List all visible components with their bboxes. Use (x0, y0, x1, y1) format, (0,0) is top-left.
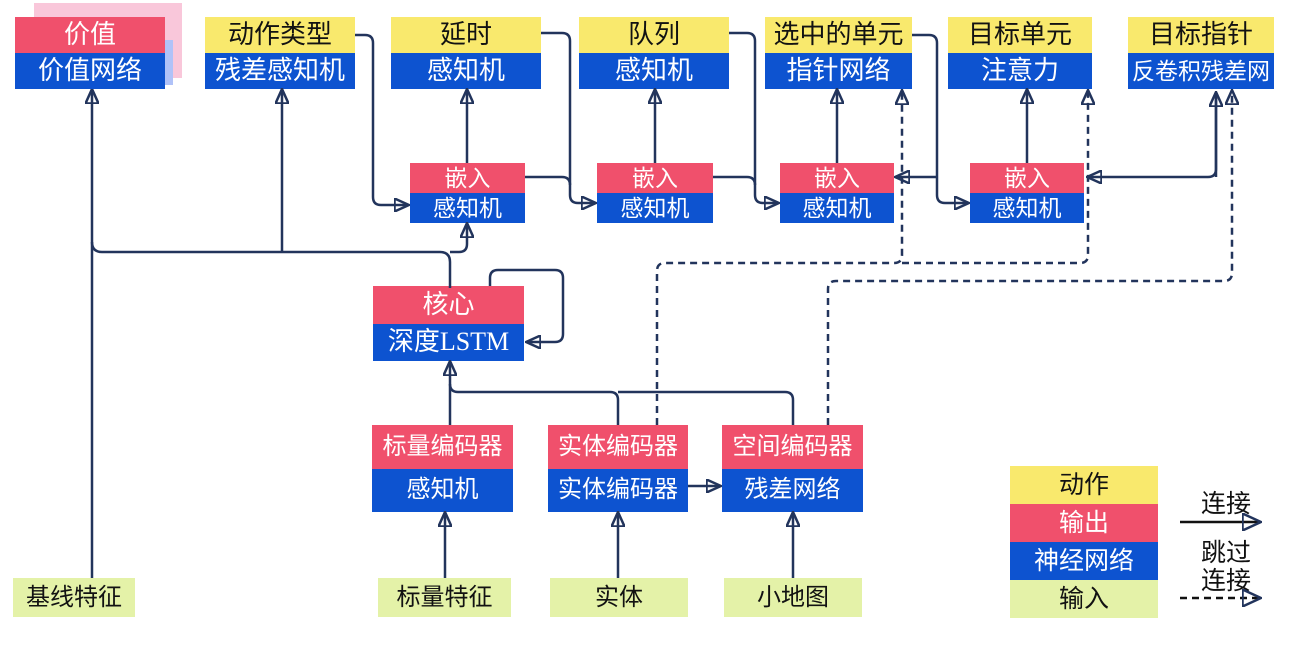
node-scalar-encoder-network: 感知机 (372, 468, 513, 512)
node-embed4-output: 嵌入 (970, 163, 1084, 193)
legend-input: 输入 (1010, 580, 1158, 618)
node-entities-label: 实体 (550, 578, 688, 617)
wire-targetpointer-corner-to-embed4 (1089, 96, 1218, 177)
node-embed1-network: 感知机 (410, 193, 525, 223)
wire-skip-entity-to-pointer-network (655, 92, 902, 425)
node-embed3: 嵌入 感知机 (780, 163, 894, 223)
node-target-unit: 目标单元 注意力 (948, 17, 1092, 89)
node-entity-encoder-network: 实体编码器 (548, 468, 688, 512)
node-scalar-encoder-output: 标量编码器 (372, 425, 513, 469)
node-embed2: 嵌入 感知机 (597, 163, 713, 223)
node-value-output: 价值 (15, 17, 165, 53)
node-scalar-features: 标量特征 (378, 578, 511, 617)
node-delay-action: 延时 (391, 17, 541, 53)
wire-skip-spatial-to-deconv (826, 92, 1232, 425)
node-delay: 延时 感知机 (391, 17, 541, 89)
node-embed2-output: 嵌入 (597, 163, 713, 193)
node-entity-encoder-output: 实体编码器 (548, 425, 688, 469)
node-queue-action: 队列 (579, 17, 729, 53)
node-target-pointer-network: 反卷积残差网 (1128, 53, 1274, 89)
node-core-output: 核心 (373, 286, 524, 324)
node-spatial-encoder: 空间编码器 残差网络 (722, 425, 863, 512)
node-action-type-network: 残差感知机 (205, 53, 355, 89)
wire-spatial-encoder-to-core (618, 390, 795, 425)
node-entity-encoder: 实体编码器 实体编码器 (548, 425, 688, 512)
legend-dashed-label-line2: 连接 (1200, 568, 1251, 595)
node-embed3-network: 感知机 (780, 193, 894, 223)
node-embed1-output: 嵌入 (410, 163, 525, 193)
node-baseline-features: 基线特征 (13, 578, 135, 617)
node-queue: 队列 感知机 (579, 17, 729, 89)
node-spatial-encoder-output: 空间编码器 (722, 425, 863, 469)
node-target-pointer-action: 目标指针 (1128, 17, 1274, 53)
node-target-unit-network: 注意力 (948, 53, 1092, 89)
node-selected-units-action: 选中的单元 (765, 17, 912, 53)
node-embed3-output: 嵌入 (780, 163, 894, 193)
node-spatial-encoder-network: 残差网络 (722, 468, 863, 512)
node-scalar-features-label: 标量特征 (378, 578, 511, 617)
node-core: 核心 深度LSTM (373, 286, 524, 361)
wire-entity-encoder-to-core (448, 383, 620, 425)
node-minimap-label: 小地图 (724, 578, 862, 617)
node-embed1: 嵌入 感知机 (410, 163, 525, 223)
legend-solid-label: 连接 (1200, 491, 1251, 518)
node-embed4: 嵌入 感知机 (970, 163, 1084, 223)
node-action-type: 动作类型 残差感知机 (205, 17, 355, 89)
node-action-type-action: 动作类型 (205, 17, 355, 53)
wire-core-output-trunk (90, 241, 452, 288)
node-scalar-encoder: 标量编码器 感知机 (372, 425, 513, 512)
wire-trunk-to-embed1 (450, 225, 467, 254)
node-entities: 实体 (550, 578, 688, 617)
node-target-pointer: 目标指针 反卷积残差网 (1128, 17, 1274, 89)
node-selected-units-network: 指针网络 (765, 53, 912, 89)
node-minimap: 小地图 (724, 578, 862, 617)
wire-embed1-out-merge (525, 175, 572, 186)
legend-action: 动作 (1010, 466, 1158, 504)
node-baseline-features-label: 基线特征 (13, 578, 135, 617)
node-value: 价值 价值网络 (15, 17, 165, 89)
wire-embed2-out-merge (713, 175, 757, 186)
legend-network: 神经网络 (1010, 542, 1158, 580)
legend-dashed-label-line1: 跳过 (1200, 540, 1251, 567)
node-queue-network: 感知机 (579, 53, 729, 89)
legend-color-key: 动作 输出 神经网络 输入 (1010, 466, 1158, 618)
node-value-network: 价值网络 (15, 53, 165, 89)
node-selected-units: 选中的单元 指针网络 (765, 17, 912, 89)
node-embed4-network: 感知机 (970, 193, 1084, 223)
legend-output: 输出 (1010, 504, 1158, 542)
node-target-unit-action: 目标单元 (948, 17, 1092, 53)
node-core-network: 深度LSTM (373, 323, 524, 361)
node-embed2-network: 感知机 (597, 193, 713, 223)
node-delay-network: 感知机 (391, 53, 541, 89)
